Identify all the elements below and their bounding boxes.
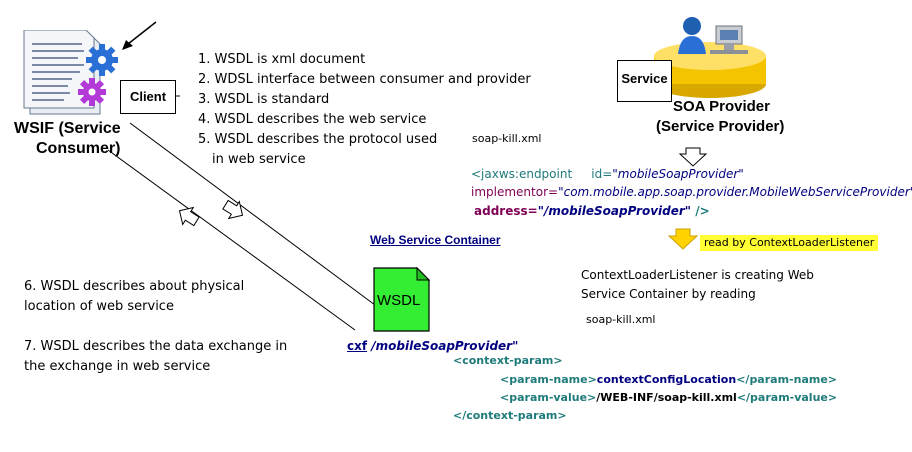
note-3: 3. WSDL is standard <box>198 92 330 107</box>
param-name-open-tag: <param-name> <box>500 373 597 386</box>
endpoint-close-tag: /> <box>691 204 710 218</box>
cxf-link[interactable]: cxf <box>347 339 368 353</box>
note-1: 1. WSDL is xml document <box>198 52 366 67</box>
pointer-arrow-head <box>122 40 133 50</box>
context-param-name-line: <param-name>contextConfigLocation</param… <box>500 371 837 389</box>
note-6-continued: location of web service <box>24 299 174 314</box>
provider-title-line1: SOA Provider <box>673 98 770 115</box>
wsdl-document-icon <box>373 267 431 332</box>
wsdl-doc-label: WSDL <box>377 292 421 309</box>
cxf-path: /mobileSoapProvider" <box>367 339 519 353</box>
request-arrow-icon <box>178 206 200 227</box>
endpoint-address-attr: address= <box>474 204 538 218</box>
note-6: 6. WSDL describes about physical <box>24 279 245 294</box>
consumer-title-line1: WSIF (Service <box>14 120 121 137</box>
response-arrow-icon <box>222 199 244 220</box>
read-by-arrow-icon <box>667 228 699 250</box>
note-5-continued: in web service <box>212 152 306 167</box>
context-param-close: </context-param> <box>453 409 567 422</box>
service-box: Service <box>617 60 672 102</box>
endpoint-id-attr: id= <box>591 167 613 181</box>
param-value-open-tag: <param-value> <box>500 391 597 404</box>
consumer-to-container-line-lower <box>107 149 356 331</box>
config-file-name: soap-kill.xml <box>472 132 542 145</box>
param-value-close-tag: </param-value> <box>736 391 838 404</box>
endpoint-line-3: address="/mobileSoapProvider" /> <box>474 202 710 220</box>
endpoint-line-2: implementor="com.mobile.app.soap.provide… <box>471 183 912 201</box>
provider-down-arrow-icon <box>678 147 708 167</box>
context-param-value-line: <param-value>/WEB-INF/soap-kill.xml</par… <box>500 389 837 407</box>
pointer-arrow-line <box>127 21 157 45</box>
note-5: 5. WSDL describes the protocol used <box>198 132 438 147</box>
service-label: Service <box>621 71 668 86</box>
note-7: 7. WSDL describes the data exchange in <box>24 339 288 354</box>
param-name-value: contextConfigLocation <box>596 373 737 386</box>
endpoint-open-tag: <jaxws:endpoint <box>471 167 573 181</box>
note-2: 2. WDSL interface between consumer and p… <box>198 72 531 87</box>
loader-note-line2: Service Container by reading <box>581 287 756 301</box>
consumer-title-line2: Consumer) <box>36 140 121 157</box>
web-service-container-label: Web Service Container <box>370 233 501 247</box>
gear-icon <box>78 44 118 106</box>
person-at-computer-icon <box>654 17 766 98</box>
note-4: 4. WSDL describes the web service <box>198 112 427 127</box>
loader-note-line1: ContextLoaderListener is creating Web <box>581 268 814 282</box>
param-name-close-tag: </param-name> <box>736 373 838 386</box>
endpoint-line-1: <jaxws:endpoint id="mobileSoapProvider" <box>471 165 744 183</box>
note-7-continued: the exchange in web service <box>24 359 211 374</box>
client-box: Client <box>120 80 176 114</box>
config-file-name-2: soap-kill.xml <box>586 313 656 326</box>
read-by-label: read by ContextLoaderListener <box>700 235 879 251</box>
param-value-value: /WEB-INF/soap-kill.xml <box>596 391 737 404</box>
client-label: Client <box>129 89 167 104</box>
endpoint-address-value: "/mobileSoapProvider" <box>537 204 692 218</box>
endpoint-implementor-value: "com.mobile.app.soap.provider.MobileWebS… <box>558 185 912 199</box>
consumer-to-container-line-upper <box>129 122 376 306</box>
endpoint-implementor-attr: implementor= <box>471 185 559 199</box>
cxf-url: cxf /mobileSoapProvider" <box>347 336 518 356</box>
provider-title-line2: (Service Provider) <box>656 118 785 135</box>
context-param-open: <context-param> <box>453 354 563 367</box>
endpoint-id-value: "mobileSoapProvider" <box>612 167 744 181</box>
